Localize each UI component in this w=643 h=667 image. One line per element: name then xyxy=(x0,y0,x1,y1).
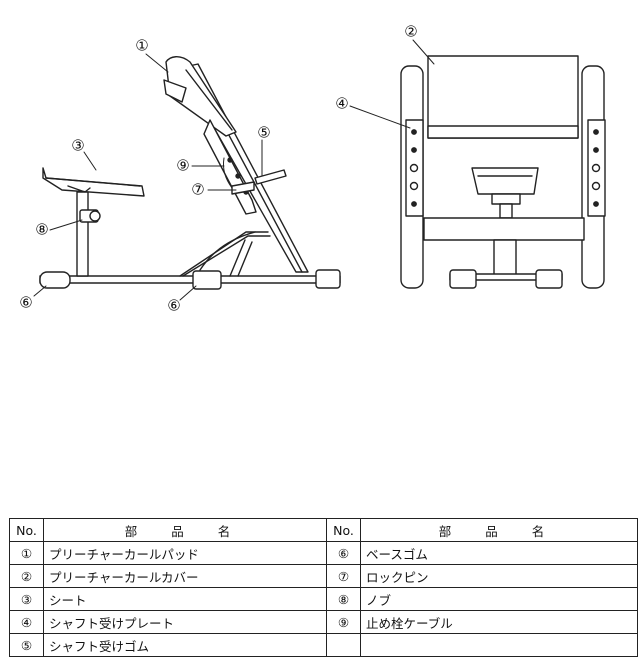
front-foot-right xyxy=(535,269,563,289)
table-row: ② プリーチャーカールカバー ⑦ ロックピン xyxy=(9,564,638,588)
callout-2: ② xyxy=(404,23,417,41)
arm-pad xyxy=(165,56,237,137)
row-name-left: シート xyxy=(43,587,327,611)
seat-post xyxy=(76,191,89,277)
front-foot-left xyxy=(449,269,477,289)
front-crossbar xyxy=(423,217,585,241)
callout-6-middle: ⑥ xyxy=(167,297,180,315)
table-row: ⑤ シャフト受けゴム xyxy=(9,633,638,657)
table-row: ④ シャフト受けプレート ⑨ 止め栓ケーブル xyxy=(9,610,638,634)
side-right-foot xyxy=(315,269,341,289)
callout-4: ④ xyxy=(335,95,348,113)
callout-1: ① xyxy=(135,37,148,55)
table-row: ③ シート ⑧ ノブ xyxy=(9,587,638,611)
knob xyxy=(79,209,101,223)
leader-lines xyxy=(33,39,435,301)
front-view xyxy=(400,55,606,289)
row-no-left: ① xyxy=(9,541,44,565)
table-header-row: No. 部 品 名 No. 部 品 名 xyxy=(9,518,638,542)
row-no-left: ② xyxy=(9,564,44,588)
front-seat xyxy=(471,167,539,195)
callout-6-left: ⑥ xyxy=(19,294,32,312)
row-name-right xyxy=(360,633,638,657)
row-no-left: ③ xyxy=(9,587,44,611)
bench-diagram: ① ② ③ ④ ⑤ ⑨ ⑦ ⑧ ⑥ ⑥ xyxy=(19,23,606,315)
callout-5: ⑤ xyxy=(257,124,270,142)
side-middle-foot xyxy=(192,270,222,290)
callout-8: ⑧ xyxy=(35,221,48,239)
row-name-right: ノブ xyxy=(360,587,638,611)
row-name-right: ベースゴム xyxy=(360,541,638,565)
header-name-left: 部 品 名 xyxy=(43,518,327,542)
callout-9: ⑨ xyxy=(176,157,189,175)
row-name-right: ロックピン xyxy=(360,564,638,588)
row-name-right: 止め栓ケーブル xyxy=(360,610,638,634)
row-no-right xyxy=(326,633,361,657)
row-name-left: プリーチャーカールカバー xyxy=(43,564,327,588)
header-name-right: 部 品 名 xyxy=(360,518,638,542)
row-no-right: ⑧ xyxy=(326,587,361,611)
shaft-rubber xyxy=(254,169,287,185)
callout-7: ⑦ xyxy=(191,181,204,199)
front-center-post xyxy=(493,239,517,277)
row-name-left: プリーチャーカールパッド xyxy=(43,541,327,565)
side-left-foot xyxy=(39,271,71,289)
row-name-left: シャフト受けプレート xyxy=(43,610,327,634)
header-no-right: No. xyxy=(326,518,361,542)
row-no-left: ⑤ xyxy=(9,633,44,657)
side-view xyxy=(39,56,341,290)
callout-3: ③ xyxy=(71,137,84,155)
side-base-tube xyxy=(39,275,341,284)
row-no-right: ⑥ xyxy=(326,541,361,565)
row-no-left: ④ xyxy=(9,610,44,634)
row-no-right: ⑦ xyxy=(326,564,361,588)
lock-pin xyxy=(231,181,255,195)
table-row: ① プリーチャーカールパッド ⑥ ベースゴム xyxy=(9,541,638,565)
shaft-plate-left xyxy=(405,119,424,217)
side-rear-brace xyxy=(179,231,269,277)
shaft-plate-right xyxy=(587,119,606,217)
row-name-left: シャフト受けゴム xyxy=(43,633,327,657)
row-no-right: ⑨ xyxy=(326,610,361,634)
stopper-cable xyxy=(223,157,233,189)
header-no-left: No. xyxy=(9,518,44,542)
parts-table: No. 部 品 名 No. 部 品 名 ① プリーチャーカールパッド ⑥ ベース… xyxy=(9,518,638,657)
